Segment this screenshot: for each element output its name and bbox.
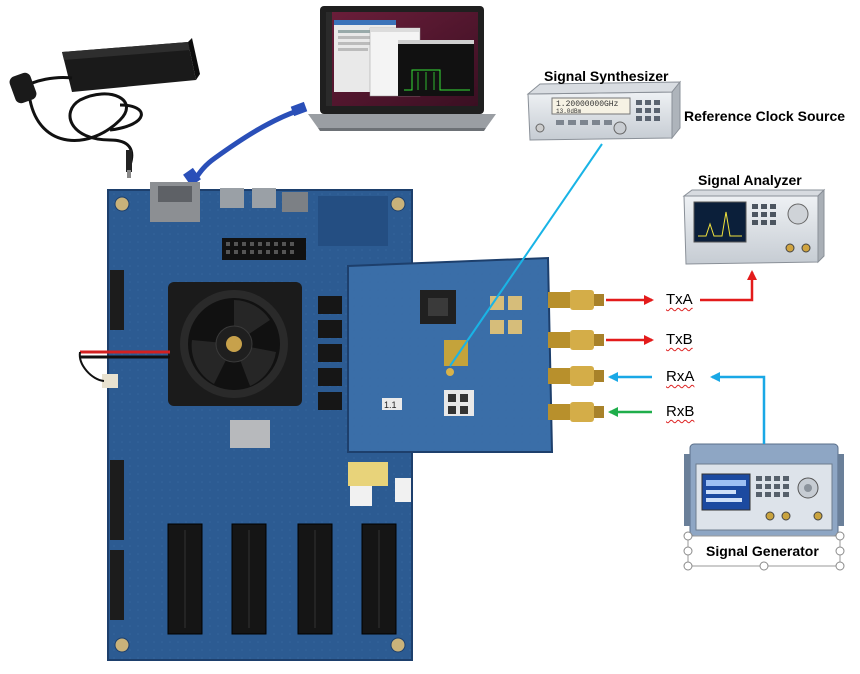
signal-generator-instrument xyxy=(684,443,844,537)
port-label-txa: TxA xyxy=(666,291,693,308)
generator-to-rxa-line xyxy=(710,372,766,444)
signal-generator-selection-frame xyxy=(683,531,845,571)
synth-display-power: 13.0dBm xyxy=(556,108,582,115)
port-label-txb: TxB xyxy=(666,331,693,348)
power-supply-adapter xyxy=(9,38,200,178)
sma-connector-txb xyxy=(548,330,604,350)
fpga-carrier-board xyxy=(78,182,413,661)
synth-display-frequency: 1.20000000GHz xyxy=(556,100,619,109)
signal-analyzer-instrument xyxy=(682,188,826,265)
signal-synthesizer-instrument: 1.20000000GHz 13.0dBm xyxy=(526,80,682,141)
host-laptop xyxy=(308,6,496,131)
signal-generator-label: Signal Generator xyxy=(706,543,819,559)
txa-to-analyzer-line xyxy=(700,270,757,302)
sma-connector-rxa xyxy=(548,366,604,386)
sma-connector-rxb xyxy=(548,402,604,422)
reference-clock-source-label: Reference Clock Source xyxy=(684,108,846,124)
ethernet-cable xyxy=(183,101,308,187)
port-label-rxa: RxA xyxy=(666,368,695,385)
port-label-rxb: RxB xyxy=(666,403,695,420)
board-marking: 1.1 xyxy=(384,400,397,410)
signal-synthesizer-label: Signal Synthesizer xyxy=(544,68,669,84)
sma-connector-txa xyxy=(548,290,604,310)
rf-daughter-card: 1.1 xyxy=(347,256,604,453)
signal-analyzer-label: Signal Analyzer xyxy=(698,172,802,188)
reference-clock-line xyxy=(449,143,603,367)
